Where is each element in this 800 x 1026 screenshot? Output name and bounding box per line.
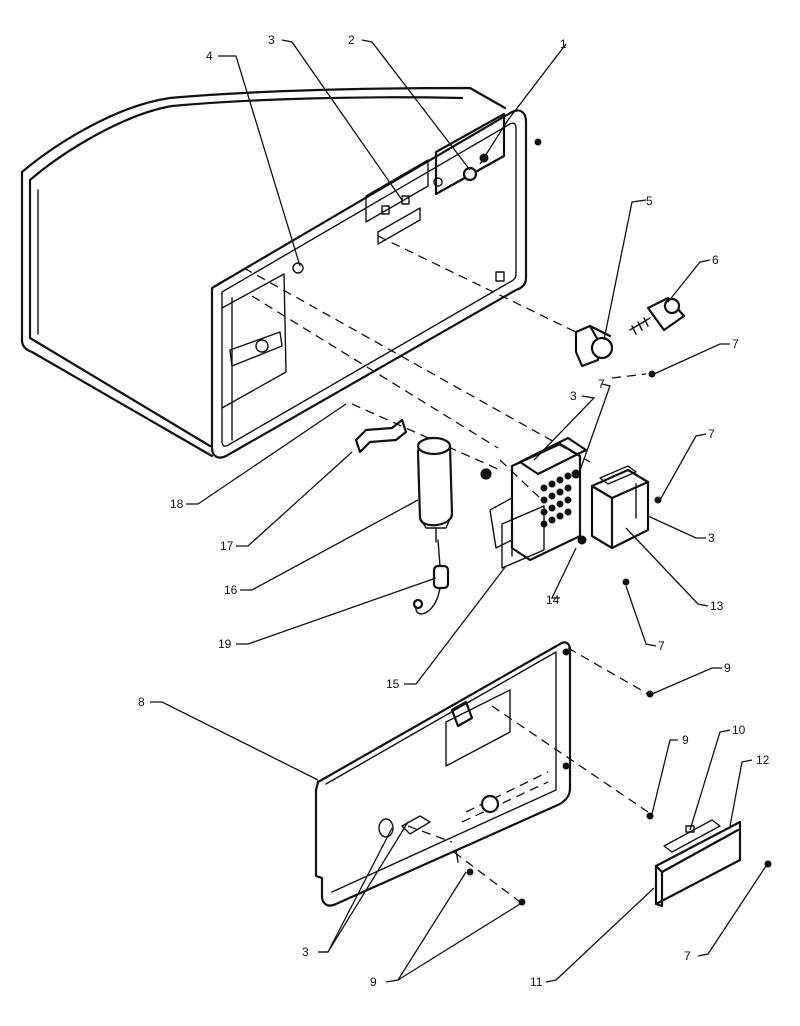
part-8-rear-cover xyxy=(314,641,654,907)
callout-19: 19 xyxy=(218,637,232,651)
assembly-lines xyxy=(243,235,649,903)
part-19-wire-lead xyxy=(412,539,450,615)
callout-labels: 1 2 3 4 5 6 7 3 7 7 3 18 17 16 14 13 7 1… xyxy=(138,33,770,989)
callout-3: 3 xyxy=(268,33,275,47)
terminal-grid xyxy=(540,472,572,528)
part-5-bracket xyxy=(574,324,614,368)
callout-7: 7 xyxy=(684,949,691,963)
callout-13: 13 xyxy=(710,599,724,613)
callout-15: 15 xyxy=(386,677,400,691)
cabinet-housing xyxy=(20,86,507,458)
callout-16: 16 xyxy=(224,583,238,597)
callout-7: 7 xyxy=(658,639,665,653)
callout-2: 2 xyxy=(348,33,355,47)
part-15-terminal-bracket xyxy=(480,436,588,569)
callout-7: 7 xyxy=(732,337,739,351)
callout-6: 6 xyxy=(712,253,719,267)
callout-9: 9 xyxy=(724,661,731,675)
leader-lines xyxy=(150,39,767,983)
part-11-access-panel xyxy=(654,819,772,908)
callout-9: 9 xyxy=(370,975,377,989)
part-6-knob xyxy=(629,296,686,378)
callout-8: 8 xyxy=(138,695,145,709)
part-13-relay-block xyxy=(590,465,662,586)
callout-11: 11 xyxy=(530,975,543,989)
callout-9: 9 xyxy=(682,733,689,747)
callout-17: 17 xyxy=(220,539,234,553)
front-panel xyxy=(210,109,542,459)
callout-5: 5 xyxy=(646,194,653,208)
callout-14: 14 xyxy=(546,593,560,607)
callout-7: 7 xyxy=(708,427,715,441)
callout-7: 7 xyxy=(598,377,605,391)
callout-3: 3 xyxy=(570,389,577,403)
part-17-strap xyxy=(354,418,408,454)
callout-4: 4 xyxy=(206,49,213,63)
callout-12: 12 xyxy=(756,753,770,767)
callout-3: 3 xyxy=(302,945,309,959)
callout-1: 1 xyxy=(560,37,567,51)
part-16-capacitor xyxy=(416,436,492,543)
callout-10: 10 xyxy=(732,723,746,737)
callout-3: 3 xyxy=(708,531,715,545)
callout-18: 18 xyxy=(170,497,184,511)
